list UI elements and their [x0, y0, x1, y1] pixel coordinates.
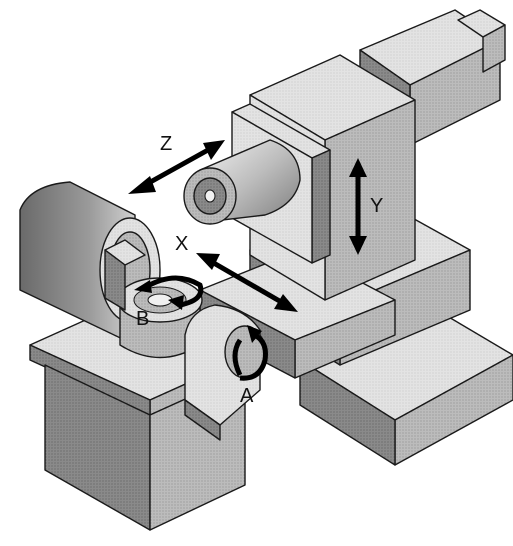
x-axis-arrow — [196, 253, 298, 312]
vertical-column — [231, 54, 416, 301]
machine-bed — [299, 299, 513, 466]
b-axis-label: B — [136, 308, 149, 330]
a-axis-label: A — [240, 385, 254, 407]
x-axis-label: X — [175, 233, 188, 255]
a-axis-rotation-arrow — [232, 325, 268, 381]
z-axis-label: Z — [160, 133, 172, 155]
y-axis-arrow — [349, 158, 367, 255]
b-axis-rotation-arrow — [134, 275, 204, 310]
spindle — [183, 139, 301, 225]
y-axis-label: Y — [370, 195, 383, 217]
z-axis-arrow — [128, 140, 225, 194]
trunnion-support-right — [184, 304, 266, 441]
